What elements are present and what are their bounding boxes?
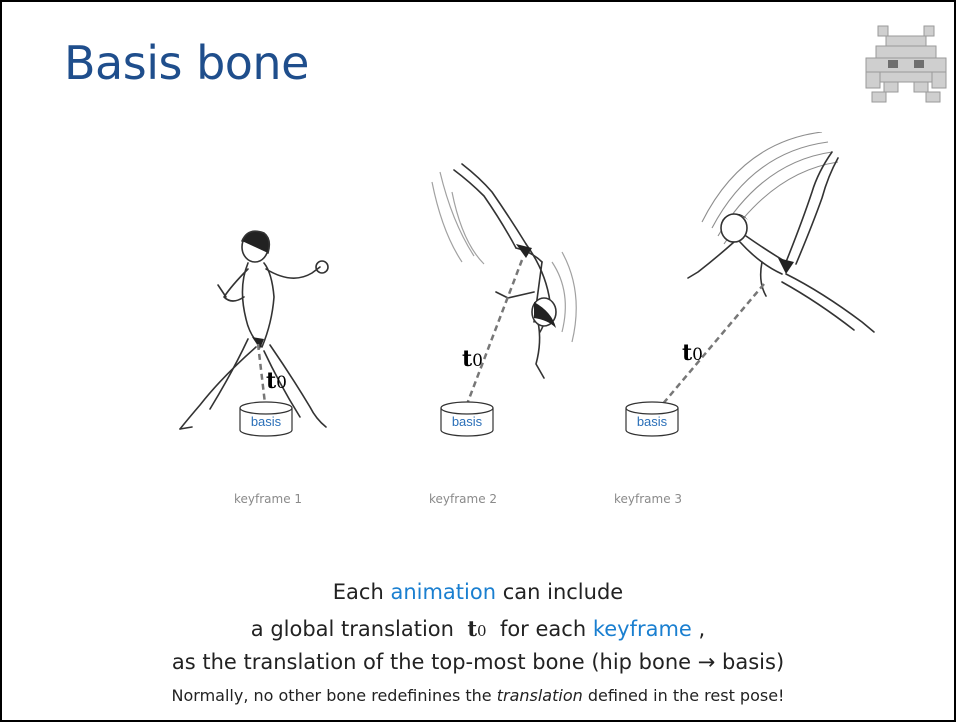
keyframe-label-1: keyframe 1 [234, 492, 302, 506]
translation-line-3 [656, 284, 764, 412]
caption-line-3: as the translation of the top-most bone … [2, 650, 954, 674]
translation-label-1: t0 [266, 368, 287, 394]
translation-emphasis: translation [497, 686, 583, 705]
basis-label: basis [238, 414, 294, 429]
animation-highlight: animation [390, 580, 496, 604]
basis-cylinder-3: basis [624, 400, 680, 438]
keyframe-highlight: keyframe [593, 617, 692, 641]
translation-line-2 [464, 260, 522, 412]
translation-label-3: t0 [682, 340, 703, 366]
basis-label: basis [439, 414, 495, 429]
caption-line-1: Each animation can include [2, 580, 954, 604]
basis-cylinder-1: basis [238, 400, 294, 438]
translation-label-2: t0 [462, 346, 483, 372]
basis-cylinder-2: basis [439, 400, 495, 438]
keyframe-label-2: keyframe 2 [429, 492, 497, 506]
caption-line-4: Normally, no other bone redefinines the … [2, 686, 954, 705]
translation-variable: t0 [467, 616, 486, 641]
keyframe-label-3: keyframe 3 [614, 492, 682, 506]
basis-label: basis [624, 414, 680, 429]
caption-line-2: a global translation t0 for each keyfram… [2, 616, 954, 641]
